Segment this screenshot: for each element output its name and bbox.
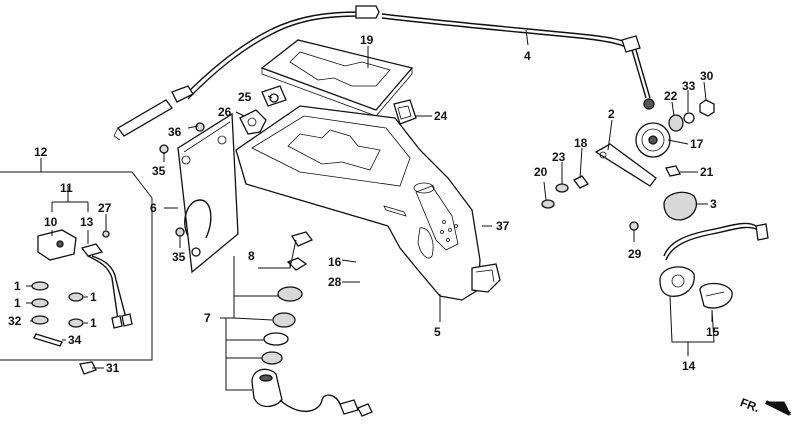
part-label-35-top: 35 <box>152 164 166 178</box>
part-label-6: 6 <box>150 201 157 215</box>
part-label-12: 12 <box>34 145 48 159</box>
leader-lines <box>26 29 715 391</box>
part-label-10: 10 <box>44 215 58 229</box>
part-label-28: 28 <box>328 275 342 289</box>
part-label-20: 20 <box>534 165 548 179</box>
part-label-30: 30 <box>700 69 714 83</box>
part-labels: 19 4 24 25 26 36 35 6 35 5 2 17 18 23 20… <box>8 33 720 375</box>
part-label-9: 7 <box>204 311 211 325</box>
part-label-1-d: 1 <box>90 316 97 330</box>
part-label-8: 8 <box>248 249 255 263</box>
front-direction-arrow: FR. <box>738 395 792 416</box>
part-label-35-bottom: 35 <box>172 250 186 264</box>
part-label-23: 23 <box>552 150 566 164</box>
part-label-15: 15 <box>706 325 720 339</box>
part-label-1-c: 1 <box>90 290 97 304</box>
mounting-bracket <box>177 112 239 274</box>
part-label-34: 34 <box>68 333 82 347</box>
cover-plate <box>260 39 414 117</box>
part-label-29: 29 <box>628 247 642 261</box>
part-label-32: 32 <box>8 314 22 328</box>
part-label-17: 17 <box>690 137 704 151</box>
front-direction-label: FR. <box>738 395 761 415</box>
part-label-26: 26 <box>218 105 232 119</box>
control-housing <box>235 105 501 301</box>
part-label-5: 5 <box>434 325 441 339</box>
part-label-13: 13 <box>80 215 94 229</box>
part-label-1-b: 1 <box>14 296 21 310</box>
part-label-31: 31 <box>106 361 120 375</box>
part-label-11: 11 <box>60 181 73 195</box>
part-label-36: 36 <box>168 125 182 139</box>
part-label-19: 19 <box>360 33 374 47</box>
part-label-2: 2 <box>608 107 615 121</box>
top-small-parts <box>159 85 417 237</box>
key-switch-stack <box>251 231 373 417</box>
part-label-37: 37 <box>496 219 510 233</box>
part-label-3: 3 <box>710 197 717 211</box>
part-label-4: 4 <box>524 49 531 63</box>
part-label-16: 16 <box>328 255 342 269</box>
part-label-1-a: 1 <box>14 279 21 293</box>
part-label-21: 21 <box>700 165 714 179</box>
part-label-27: 27 <box>98 201 112 215</box>
part-label-22: 22 <box>664 89 678 103</box>
part-label-25: 25 <box>238 90 252 104</box>
right-side-parts <box>541 99 769 309</box>
part-label-24: 24 <box>434 109 448 123</box>
part-label-33: 33 <box>682 79 696 93</box>
part-label-14: 14 <box>682 359 696 373</box>
switch-assembly-box <box>0 158 153 375</box>
part-label-18: 18 <box>574 136 588 150</box>
throttle-cable <box>113 5 655 141</box>
